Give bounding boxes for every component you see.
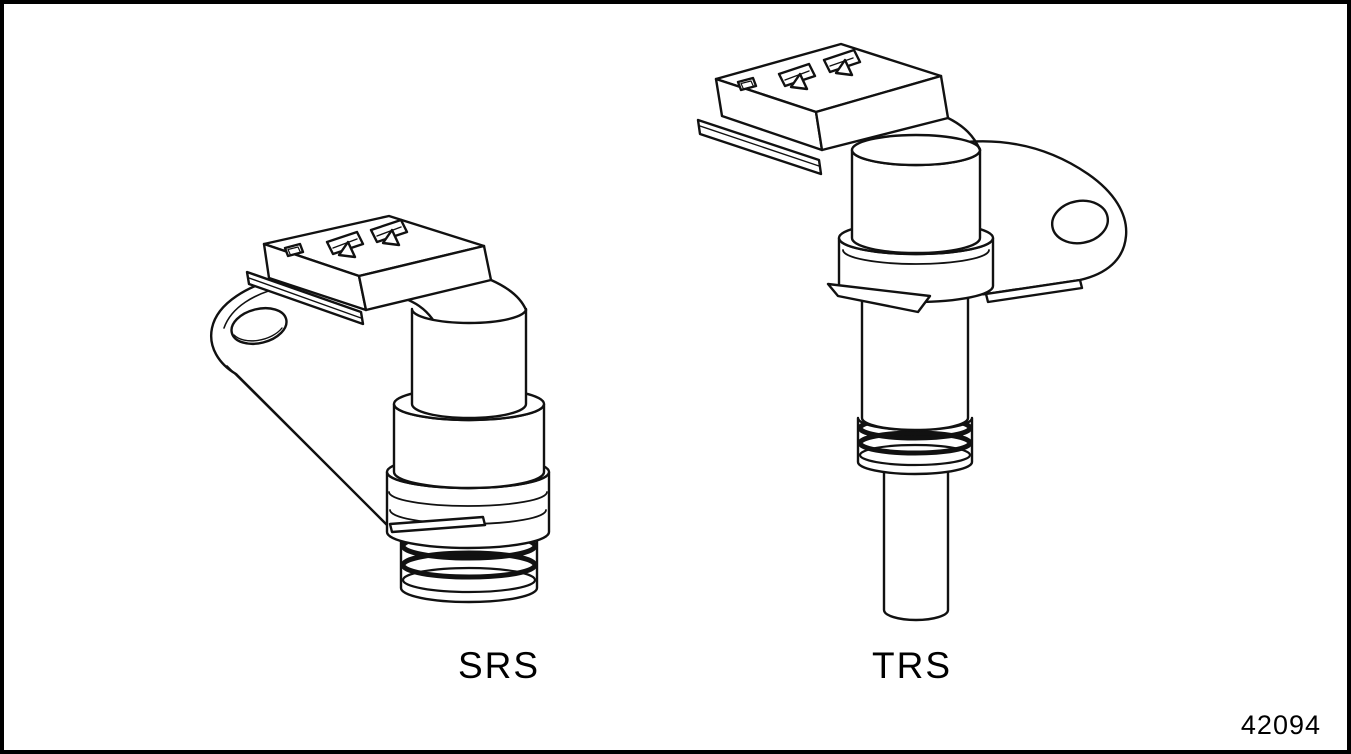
trs-sensor-illustration	[696, 42, 1128, 622]
srs-caption: SRS	[457, 645, 541, 686]
trs-probe	[882, 460, 950, 622]
trs-oring	[857, 430, 973, 456]
srs-oring	[400, 550, 538, 580]
trs-connector-keyway-icon	[736, 76, 758, 92]
srs-bracket-edge	[388, 515, 487, 534]
srs-connector-keyway-icon	[283, 242, 305, 258]
trs-caption: TRS	[872, 645, 952, 686]
srs-connector	[245, 214, 528, 326]
srs-oring-section	[399, 530, 539, 604]
trs-arm-hole	[1050, 199, 1110, 245]
figure-number: 42094	[1240, 710, 1321, 740]
trs-connector	[696, 42, 982, 176]
srs-sensor-illustration	[209, 214, 551, 604]
trs-connector-latch-icon	[777, 48, 862, 91]
srs-connector-latch-icon	[325, 218, 409, 259]
srs-neck	[410, 307, 528, 420]
trs-bracket-edge	[826, 282, 932, 314]
srs-mounting-bracket	[209, 274, 445, 532]
trs-upper-body	[850, 133, 982, 255]
